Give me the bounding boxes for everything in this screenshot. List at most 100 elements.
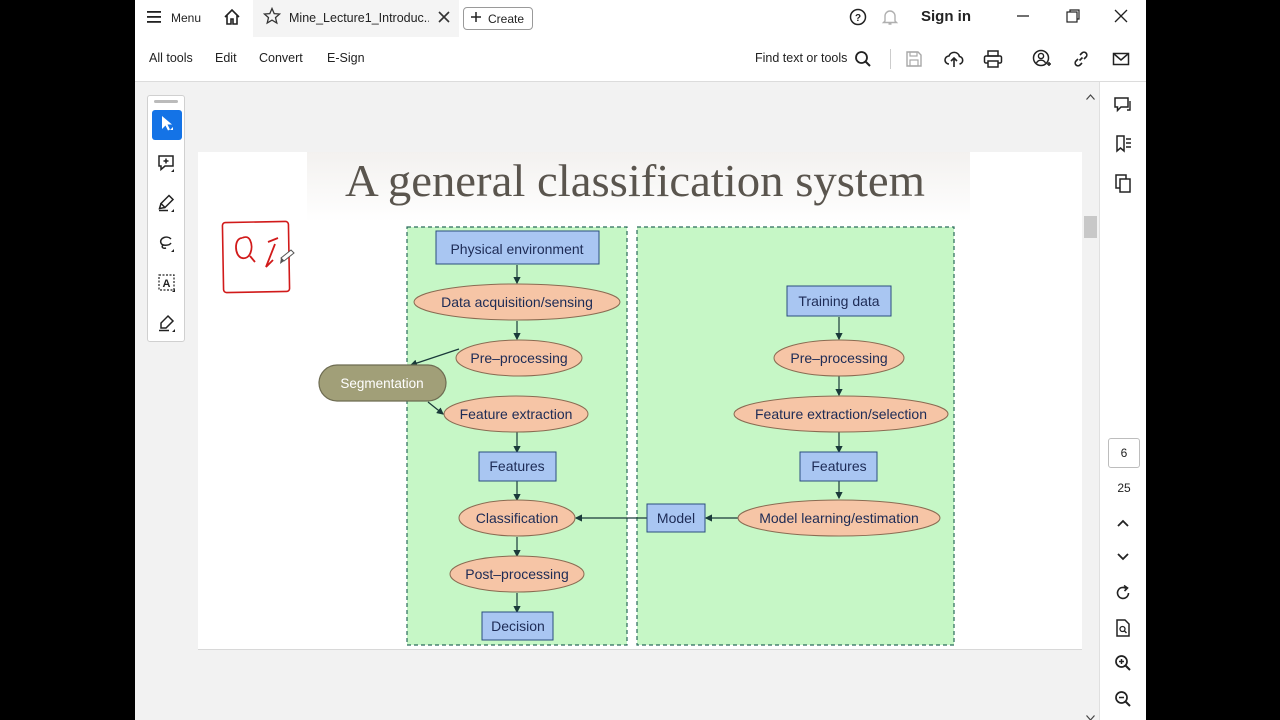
svg-text:?: ? bbox=[855, 13, 861, 24]
close-icon bbox=[1113, 8, 1129, 27]
node-data-acquisition-label: Data acquisition/sensing bbox=[441, 294, 593, 310]
acrobat-window: Menu Mine_Lecture1_Introduc... Create ? bbox=[135, 0, 1146, 720]
link-icon[interactable] bbox=[1070, 48, 1092, 70]
menu-convert[interactable]: Convert bbox=[259, 51, 303, 65]
page-fit-button[interactable] bbox=[1112, 618, 1134, 643]
node-model bbox=[646, 503, 706, 533]
node-features bbox=[478, 451, 557, 482]
node-training-data bbox=[786, 285, 892, 317]
create-button[interactable]: Create bbox=[463, 7, 533, 30]
slide-title: A general classification system bbox=[345, 155, 925, 206]
menu-label: Menu bbox=[171, 11, 202, 25]
highlighter-icon bbox=[157, 193, 177, 218]
node-decision-label: Decision bbox=[491, 618, 545, 634]
node-model-learning bbox=[737, 499, 941, 537]
email-icon[interactable] bbox=[1110, 48, 1132, 70]
menu-all-tools[interactable]: All tools bbox=[149, 51, 193, 65]
menu-esign[interactable]: E-Sign bbox=[327, 51, 365, 65]
plus-icon bbox=[470, 11, 482, 26]
node-classification-label: Classification bbox=[476, 510, 558, 526]
scroll-down-arrow-icon[interactable] bbox=[1086, 708, 1095, 720]
pen-annotation[interactable] bbox=[221, 220, 291, 294]
share-user-icon[interactable] bbox=[1031, 48, 1053, 70]
node-model-learning-label: Model learning/estimation bbox=[759, 510, 919, 526]
text-recognition-tool[interactable]: A bbox=[152, 270, 182, 300]
create-label: Create bbox=[488, 11, 525, 26]
sign-tool[interactable] bbox=[152, 310, 182, 340]
vertical-scrollbar[interactable] bbox=[1082, 82, 1099, 720]
minimize-icon bbox=[1015, 8, 1031, 27]
home-button[interactable] bbox=[221, 7, 243, 29]
document-viewer[interactable]: A general classification system bbox=[135, 82, 1099, 720]
node-training-features-label: Features bbox=[811, 458, 866, 474]
restore-icon bbox=[1065, 8, 1081, 27]
node-model-label: Model bbox=[657, 510, 695, 526]
star-icon[interactable] bbox=[262, 6, 282, 28]
menu-edit[interactable]: Edit bbox=[215, 51, 237, 65]
help-icon: ? bbox=[849, 8, 867, 29]
node-feature-extraction bbox=[443, 395, 589, 433]
node-post-processing bbox=[449, 555, 585, 593]
page-number-input[interactable]: 6 bbox=[1108, 438, 1140, 468]
node-physical-environment-label: Physical environment bbox=[450, 241, 583, 257]
node-training-data-label: Training data bbox=[798, 293, 879, 309]
minimize-button[interactable] bbox=[1015, 8, 1031, 27]
notifications-button[interactable] bbox=[881, 8, 899, 29]
restore-button[interactable] bbox=[1065, 8, 1081, 27]
scroll-up-arrow-icon[interactable] bbox=[1086, 87, 1095, 105]
menu-button[interactable]: Menu bbox=[147, 8, 201, 28]
node-pre-processing-label: Pre–processing bbox=[470, 350, 567, 366]
node-data-acquisition bbox=[413, 283, 621, 321]
title-bar: Menu Mine_Lecture1_Introduc... Create ? bbox=[135, 0, 1146, 37]
page-zoom-icon bbox=[1114, 618, 1132, 643]
sign-in-button[interactable]: Sign in bbox=[921, 8, 971, 25]
next-page-button[interactable] bbox=[1112, 547, 1134, 569]
home-icon bbox=[223, 8, 241, 29]
node-segmentation bbox=[318, 364, 447, 402]
print-icon[interactable] bbox=[982, 48, 1004, 70]
highlight-tool[interactable] bbox=[152, 190, 182, 220]
quick-tools-panel: A bbox=[147, 95, 185, 342]
tab-title: Mine_Lecture1_Introduc... bbox=[289, 10, 429, 25]
rotate-button[interactable] bbox=[1112, 584, 1134, 606]
text-box-icon: A bbox=[157, 273, 177, 298]
bookmark-icon bbox=[1113, 134, 1133, 159]
node-decision bbox=[481, 611, 554, 641]
scrollbar-thumb[interactable] bbox=[1084, 216, 1097, 238]
upload-cloud-icon[interactable] bbox=[943, 48, 965, 70]
tab-close-icon[interactable] bbox=[437, 10, 451, 27]
close-window-button[interactable] bbox=[1113, 8, 1129, 27]
bookmarks-panel-button[interactable] bbox=[1112, 134, 1134, 159]
save-icon[interactable] bbox=[903, 48, 925, 70]
draw-tool[interactable] bbox=[152, 230, 182, 260]
help-button[interactable]: ? bbox=[849, 8, 867, 29]
document-tab[interactable]: Mine_Lecture1_Introduc... bbox=[253, 0, 459, 37]
zoom-in-icon bbox=[1114, 654, 1132, 677]
chevron-up-icon bbox=[1116, 515, 1130, 533]
node-training-pre-processing bbox=[773, 339, 905, 377]
pages-panel-button[interactable] bbox=[1112, 173, 1134, 198]
add-comment-tool[interactable] bbox=[152, 150, 182, 180]
panel-grip[interactable] bbox=[154, 100, 178, 103]
zoom-out-button[interactable] bbox=[1112, 690, 1134, 712]
copy-pages-icon bbox=[1113, 173, 1133, 198]
previous-page-button[interactable] bbox=[1112, 513, 1134, 535]
pdf-page: A general classification system bbox=[198, 152, 1082, 650]
node-post-processing-label: Post–processing bbox=[465, 566, 569, 582]
comments-panel-button[interactable] bbox=[1112, 96, 1134, 118]
cursor-arrow-icon bbox=[158, 114, 176, 137]
find-text-button[interactable]: Find text or tools bbox=[755, 51, 848, 65]
node-training-features bbox=[799, 451, 878, 482]
sign-pen-icon bbox=[157, 313, 177, 338]
search-icon[interactable] bbox=[852, 48, 874, 70]
comment-plus-icon bbox=[157, 153, 177, 178]
page-total: 25 bbox=[1117, 481, 1131, 495]
node-feature-extraction-selection bbox=[733, 395, 949, 433]
freehand-lasso-icon bbox=[157, 233, 177, 258]
right-side-panel: 6 25 bbox=[1099, 82, 1146, 720]
select-tool[interactable] bbox=[152, 110, 182, 140]
chevron-down-icon bbox=[1116, 549, 1130, 567]
node-pre-processing bbox=[455, 339, 583, 377]
zoom-in-button[interactable] bbox=[1112, 654, 1134, 676]
pen-cursor-icon bbox=[280, 249, 295, 264]
